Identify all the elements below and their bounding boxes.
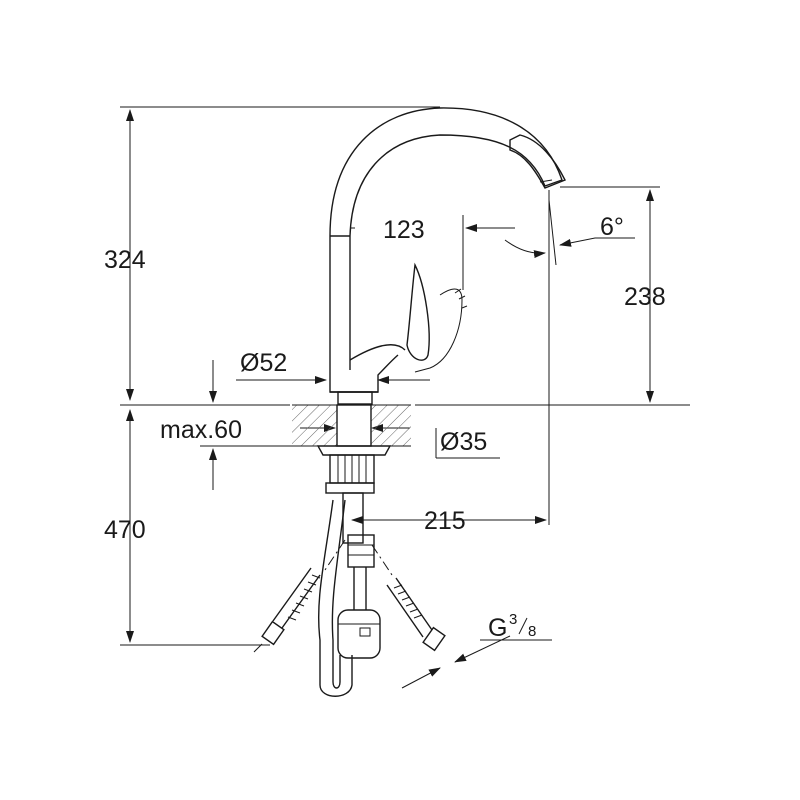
angle-dimension	[504, 199, 635, 266]
label-thread-g38: G 3 8	[488, 611, 536, 642]
label-max-60: max.60	[160, 416, 242, 444]
reach-dimension	[350, 215, 515, 290]
label-diameter-35: Ø35	[440, 428, 487, 456]
label-238: 238	[624, 283, 666, 311]
faucet-body	[316, 107, 566, 697]
label-6-degree: 6°	[600, 213, 624, 241]
supply-hose-right	[371, 544, 446, 652]
label-470: 470	[104, 516, 146, 544]
label-123: 123	[383, 216, 425, 244]
supply-hose-left	[253, 539, 346, 653]
thread-denominator: 8	[528, 623, 536, 640]
thread-numerator: 3	[509, 611, 517, 628]
right-dimension-lines	[560, 186, 660, 403]
left-dimension-lines	[120, 106, 690, 646]
label-diameter-52: Ø52	[240, 349, 287, 377]
thread-letter: G	[488, 614, 507, 642]
label-215: 215	[424, 507, 466, 535]
spout-centerline	[351, 190, 550, 525]
label-324: 324	[104, 246, 146, 274]
thread-dimension	[401, 635, 552, 689]
countertop	[292, 404, 411, 447]
